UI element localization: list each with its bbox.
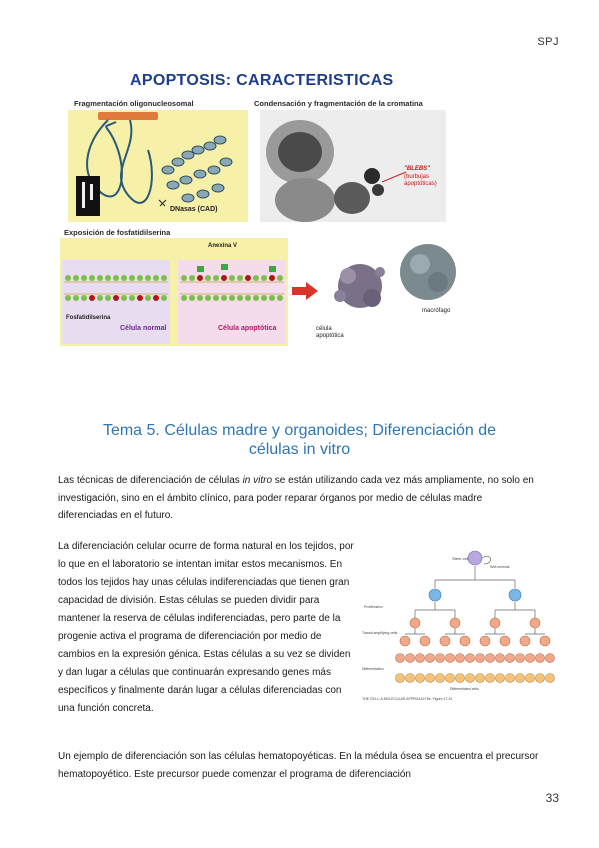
fosfatidilserina-label: Fosfatidilserina	[66, 315, 111, 321]
blebs-label: "BLEBS"	[404, 166, 431, 172]
paragraph-2: La diferenciación celular ocurre de form…	[58, 541, 354, 714]
transit-label: Transit amplifying cells	[362, 631, 398, 635]
celula-apoptotica-label-2: apoptótica	[316, 333, 344, 339]
figure-caption: THE CELL: A MOLECULAR APPROACH 8e, Figur…	[362, 697, 452, 701]
stem-cell-label: Stem cell	[452, 556, 469, 561]
dnasas-label: DNasas (CAD)	[170, 206, 218, 213]
condensation-panel-image	[260, 110, 446, 222]
section-heading-line-1: Tema 5. Células madre y organoides; Dife…	[102, 422, 497, 439]
celula-apoptotica-label-1: célula	[316, 326, 332, 332]
paragraph-1-part-2: se están utilizando cada vez más ampliam…	[58, 475, 534, 521]
differentiated-cells-label: Differentiated cells	[450, 687, 479, 691]
figure-title: APOPTOSIS: CARACTERISTICAS	[130, 72, 394, 89]
paragraph-1: Las técnicas de diferenciación de célula…	[58, 472, 540, 525]
differentiation-label: Differentiation	[362, 667, 384, 671]
anexina-label: Anexina V	[208, 243, 238, 249]
panel-label-condensation: Condensación y fragmentación de la croma…	[254, 99, 423, 108]
paragraph-3: Un ejemplo de diferenciación son las cél…	[58, 751, 539, 780]
proliferation-label: Proliferation	[364, 605, 383, 609]
header-mark: SPJ	[537, 36, 559, 48]
paragraph-1-italic: in vitro	[242, 475, 273, 486]
panel-label-exposure: Exposición de fosfatidilserina	[64, 228, 171, 237]
fragmentation-panel-image	[68, 110, 248, 222]
macrophage-panel-image	[320, 238, 460, 346]
blebs-sub-label-2: apoptóticas)	[404, 181, 437, 187]
hematopoietic-hierarchy-image: Stem cell Self-renewal Proliferation Tra…	[362, 550, 555, 701]
membrane-panel-image	[60, 238, 288, 346]
celula-normal-label: Célula normal	[120, 325, 167, 332]
section-heading-line-2: células in vitro	[248, 441, 351, 458]
right-arrow-icon	[292, 282, 318, 300]
self-renewal-label: Self-renewal	[490, 565, 510, 569]
celula-apoptotica-label: Célula apoptótica	[218, 325, 277, 332]
blebs-sub-label-1: (burbujas	[404, 174, 430, 180]
paragraph-1-part-1: Las técnicas de diferenciación de célula…	[58, 475, 243, 486]
macrofago-label: macrófago	[422, 308, 451, 314]
section-heading: Tema 5. Células madre y organoides; Dife…	[40, 421, 559, 459]
panel-label-fragmentation: Fragmentación oligonucleosomal	[74, 99, 194, 108]
apoptosis-figure: APOPTOSIS: CARACTERISTICAS Fragmentación…	[58, 68, 463, 356]
page-number: 33	[545, 791, 559, 805]
